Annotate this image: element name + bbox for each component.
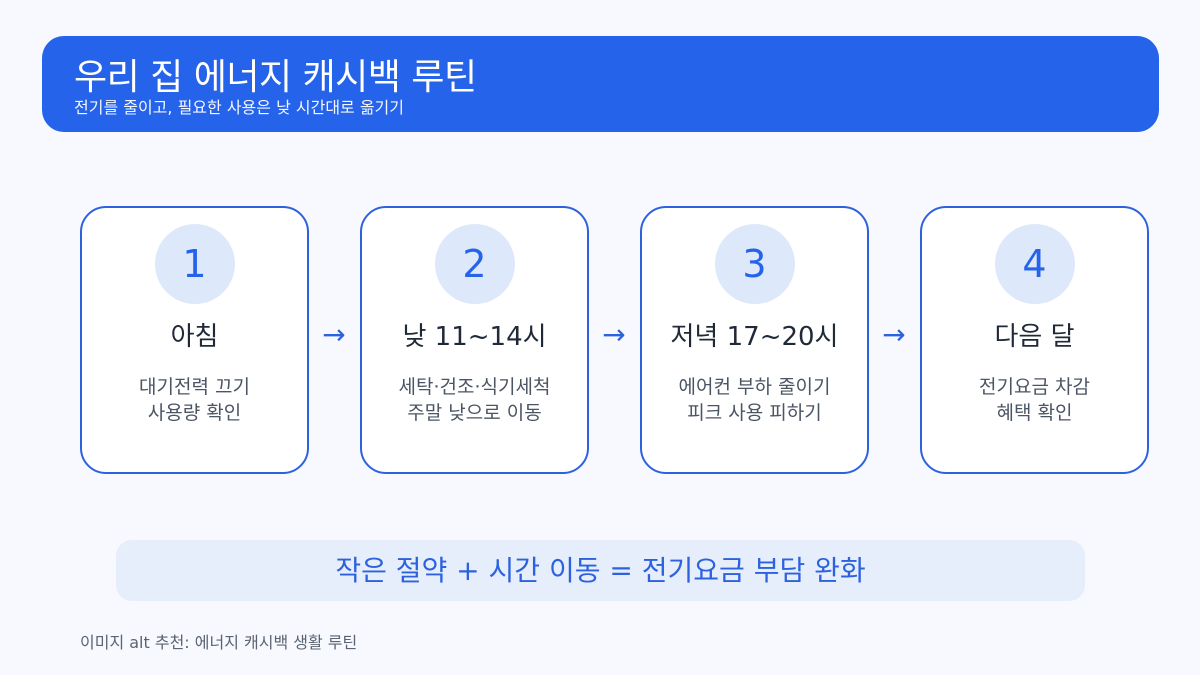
arrow-icon: → — [602, 318, 626, 351]
step-card-3: 3 저녁 17~20시 에어컨 부하 줄이기 피크 사용 피하기 — [640, 206, 869, 474]
step-number-badge: 2 — [434, 224, 515, 304]
step-title: 저녁 17~20시 — [670, 322, 839, 352]
arrow-icon: → — [882, 318, 906, 351]
step-description-line: 전기요금 차감 — [979, 376, 1090, 398]
step-description-line: 사용량 확인 — [147, 402, 242, 424]
step-description-line: 주말 낮으로 이동 — [407, 402, 542, 424]
page-subtitle: 전기를 줄이고, 필요한 사용은 낮 시간대로 옮기기 — [74, 98, 405, 117]
arrow-icon: → — [322, 318, 346, 351]
step-description-line: 세탁·건조·식기세척 — [398, 376, 551, 398]
step-title: 낮 11~14시 — [402, 322, 547, 352]
step-description: 에어컨 부하 줄이기 피크 사용 피하기 — [642, 374, 867, 426]
step-number-badge: 1 — [154, 224, 235, 304]
step-description-line: 에어컨 부하 줄이기 — [678, 376, 831, 398]
page-title: 우리 집 에너지 캐시백 루틴 — [74, 57, 477, 98]
step-description-line: 대기전력 끄기 — [139, 376, 250, 398]
step-description: 전기요금 차감 혜택 확인 — [922, 374, 1147, 426]
step-card-2: 2 낮 11~14시 세탁·건조·식기세척 주말 낮으로 이동 — [360, 206, 589, 474]
alt-text-note: 이미지 alt 추천: 에너지 캐시백 생활 루틴 — [80, 633, 358, 652]
step-number-badge: 3 — [714, 224, 795, 304]
step-title: 다음 달 — [994, 322, 1075, 352]
step-number-badge: 4 — [994, 224, 1075, 304]
step-title: 아침 — [170, 322, 219, 352]
header-banner: 우리 집 에너지 캐시백 루틴 전기를 줄이고, 필요한 사용은 낮 시간대로 … — [42, 36, 1159, 132]
step-description: 대기전력 끄기 사용량 확인 — [82, 374, 307, 426]
step-card-4: 4 다음 달 전기요금 차감 혜택 확인 — [920, 206, 1149, 474]
summary-banner: 작은 절약 + 시간 이동 = 전기요금 부담 완화 — [116, 540, 1085, 601]
step-description-line: 피크 사용 피하기 — [687, 402, 822, 424]
step-description-line: 혜택 확인 — [996, 402, 1073, 424]
step-card-1: 1 아침 대기전력 끄기 사용량 확인 — [80, 206, 309, 474]
step-description: 세탁·건조·식기세척 주말 낮으로 이동 — [362, 374, 587, 426]
